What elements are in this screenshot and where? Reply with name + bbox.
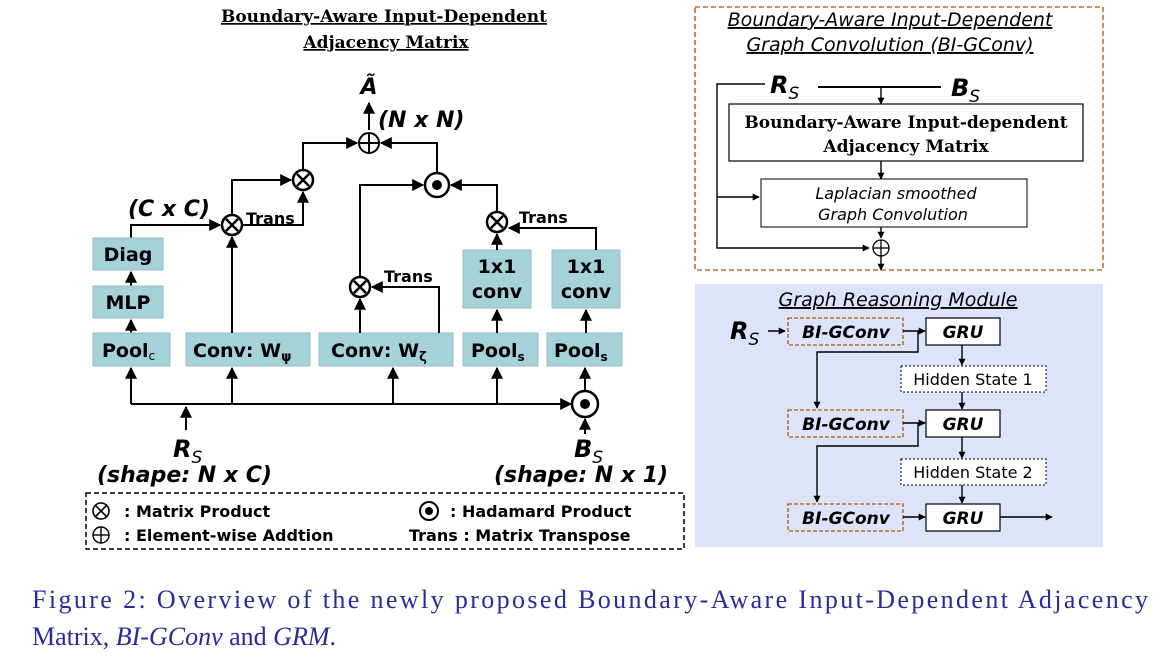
hidden-state-1-label: Hidden State 1 bbox=[913, 370, 1032, 389]
bi-gconv-block-2-label: BI-GConv bbox=[802, 415, 891, 435]
bi-gconv-rs: RS bbox=[770, 71, 799, 104]
mlp-box bbox=[92, 285, 164, 319]
hidden-state-2-box bbox=[900, 458, 1047, 486]
pool-s-a-label: Pools bbox=[471, 340, 525, 364]
conv-w-zeta-label: Conv: Wζ bbox=[331, 340, 427, 365]
grm-rs: RS bbox=[730, 317, 759, 350]
legend-hadamard: : Hadamard Product bbox=[450, 502, 632, 521]
bi-gconv-block-1-label: BI-GConv bbox=[802, 323, 891, 343]
gru-block-1 bbox=[925, 317, 1001, 346]
conv1x1-b-line2: conv bbox=[561, 281, 612, 303]
gru-block-2-label: GRU bbox=[943, 415, 984, 435]
conv-w-psi-label: Conv: Wψ bbox=[193, 340, 291, 365]
hadamard-product-icon bbox=[570, 389, 600, 419]
left-title-line1: Boundary-Aware Input-Dependent bbox=[221, 7, 547, 27]
grm-background bbox=[695, 284, 1103, 547]
elementwise-add-icon bbox=[358, 132, 380, 154]
legend-matrix-product-icon bbox=[92, 502, 110, 520]
bi-gconv-panel: Boundary-Aware Input-Dependent Graph Con… bbox=[694, 6, 1104, 271]
adjacency-matrix-box bbox=[728, 103, 1084, 162]
output-symbol: Ã bbox=[358, 74, 377, 100]
bi-gconv-title-line2: Graph Convolution (BI-GConv) bbox=[746, 34, 1033, 56]
grm-title: Graph Reasoning Module bbox=[779, 289, 1018, 311]
legend-hadamard-icon bbox=[419, 501, 439, 521]
cxc-shape: (C x C) bbox=[128, 197, 210, 222]
rs-label: RS bbox=[173, 435, 202, 468]
adjacency-line1: Boundary-Aware Input-dependent bbox=[744, 113, 1067, 133]
legend-box bbox=[85, 492, 685, 550]
bi-gconv-border bbox=[694, 6, 1104, 271]
legend-elementwise: : Element-wise Addtion bbox=[124, 526, 333, 545]
pool-s-b-label: Pools bbox=[554, 340, 608, 364]
hidden-state-1-box bbox=[900, 365, 1047, 393]
adjacency-line2: Adjacency Matrix bbox=[822, 137, 989, 157]
mlp-label: MLP bbox=[106, 292, 151, 314]
gru-block-3 bbox=[925, 503, 1001, 532]
legend-matrix-product: : Matrix Product bbox=[124, 502, 271, 521]
bi-gconv-add-icon bbox=[872, 239, 890, 257]
matrix-product-icon bbox=[291, 168, 315, 192]
graph-reasoning-module-panel: Graph Reasoning Module RS BI-GConv GRU H… bbox=[695, 284, 1103, 547]
hidden-state-2-label: Hidden State 2 bbox=[913, 463, 1032, 482]
bi-gconv-title-line1: Boundary-Aware Input-Dependent bbox=[728, 9, 1054, 31]
matrix-product-icon bbox=[220, 213, 244, 237]
caption-line2: Matrix, BI-GConv and GRM. bbox=[32, 622, 336, 651]
caption-line1: Figure 2: Overview of the newly proposed… bbox=[32, 585, 1148, 614]
conv-w-psi-box bbox=[185, 332, 311, 367]
matrix-product-icon bbox=[485, 210, 509, 234]
laplacian-line2: Graph Convolution bbox=[818, 205, 968, 224]
pool-c-label: Poolc bbox=[102, 340, 155, 363]
trans-label-2: Trans bbox=[384, 267, 433, 286]
bs-shape: (shape: N x 1) bbox=[494, 463, 668, 488]
trans-label-1: Trans bbox=[246, 209, 295, 228]
legend-elementwise-add-icon bbox=[92, 526, 110, 544]
gru-block-2 bbox=[925, 409, 1001, 438]
output-shape: (N x N) bbox=[378, 108, 464, 133]
bi-gconv-bs: BS bbox=[951, 74, 980, 107]
conv1x1-box-b bbox=[551, 249, 621, 309]
conv1x1-a-line1: 1x1 bbox=[478, 256, 517, 278]
adjacency-matrix-panel: Boundary-Aware Input-Dependent Adjacency… bbox=[85, 7, 685, 550]
conv1x1-a-line2: conv bbox=[472, 281, 523, 303]
conv1x1-b-line1: 1x1 bbox=[567, 256, 606, 278]
bi-gconv-block-3-label: BI-GConv bbox=[802, 509, 891, 529]
matrix-product-icon bbox=[348, 275, 372, 299]
rs-shape: (shape: N x C) bbox=[97, 463, 272, 488]
laplacian-line1: Laplacian smoothed bbox=[815, 184, 977, 203]
gru-block-3-label: GRU bbox=[943, 509, 984, 529]
conv-w-zeta-box bbox=[318, 332, 454, 367]
diag-box bbox=[92, 237, 164, 271]
laplacian-box bbox=[760, 178, 1028, 228]
bs-label: BS bbox=[574, 435, 603, 468]
gru-block-1-label: GRU bbox=[943, 323, 984, 343]
legend-trans: Trans : Matrix Transpose bbox=[409, 526, 631, 545]
pool-s-box-a bbox=[462, 332, 539, 367]
trans-label-3: Trans bbox=[519, 208, 568, 227]
diag-label: Diag bbox=[104, 244, 153, 266]
pool-c-box bbox=[92, 332, 171, 367]
pool-s-box-b bbox=[546, 332, 623, 367]
left-title-line2: Adjacency Matrix bbox=[302, 33, 469, 53]
hadamard-product-icon bbox=[423, 171, 451, 199]
conv1x1-box-a bbox=[462, 249, 532, 309]
